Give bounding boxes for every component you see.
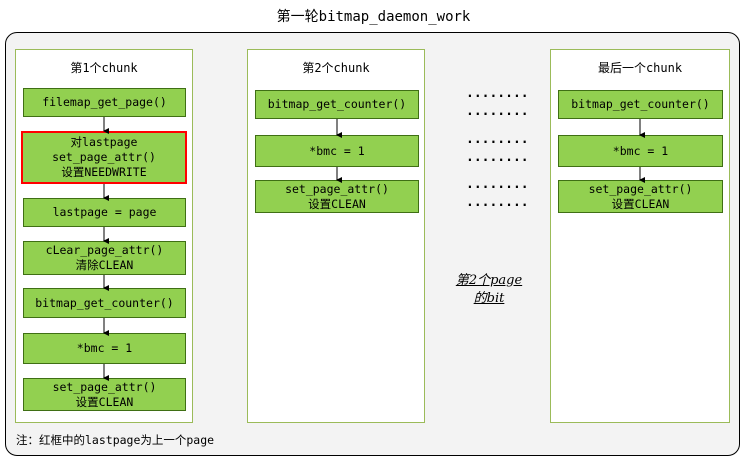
chunk-2-step-3: set_page_attr() 设置CLEAN bbox=[255, 180, 419, 213]
second-page-bit-annotation: 第2个page 的bit bbox=[455, 273, 523, 306]
chunk-1-step-1: filemap_get_page() bbox=[23, 88, 186, 117]
chunk-1-step-7: set_page_attr() 设置CLEAN bbox=[23, 378, 186, 411]
chunk-3-title: 最后一个chunk bbox=[597, 61, 683, 75]
ellipsis-6: ........ bbox=[466, 195, 529, 210]
chunk-1-step-2: 对lastpage set_page_attr() 设置NEEDWRITE bbox=[21, 131, 187, 184]
ellipsis-2: ........ bbox=[466, 104, 529, 119]
ellipsis-4: ........ bbox=[466, 150, 529, 165]
chunk-2-title: 第2个chunk bbox=[302, 61, 370, 75]
footnote: 注：红框中的lastpage为上一个page bbox=[16, 433, 215, 447]
chunk-1-step-5: bitmap_get_counter() bbox=[23, 288, 186, 318]
chunk-1-step-4: cLear_page_attr() 清除CLEAN bbox=[23, 241, 186, 275]
chunk-3-step-3: set_page_attr() 设置CLEAN bbox=[558, 180, 723, 213]
ellipsis-3: ........ bbox=[466, 132, 529, 147]
chunk-3-step-2: *bmc = 1 bbox=[558, 135, 723, 167]
ellipsis-1: ........ bbox=[466, 86, 529, 101]
diagram-title: 第一轮bitmap_daemon_work bbox=[276, 9, 471, 25]
chunk-3-step-1: bitmap_get_counter() bbox=[558, 90, 723, 119]
chunk-2-step-2: *bmc = 1 bbox=[255, 135, 419, 167]
chunk-1-title: 第1个chunk bbox=[70, 61, 138, 75]
ellipsis-5: ........ bbox=[466, 177, 529, 192]
chunk-2-step-1: bitmap_get_counter() bbox=[255, 90, 419, 119]
